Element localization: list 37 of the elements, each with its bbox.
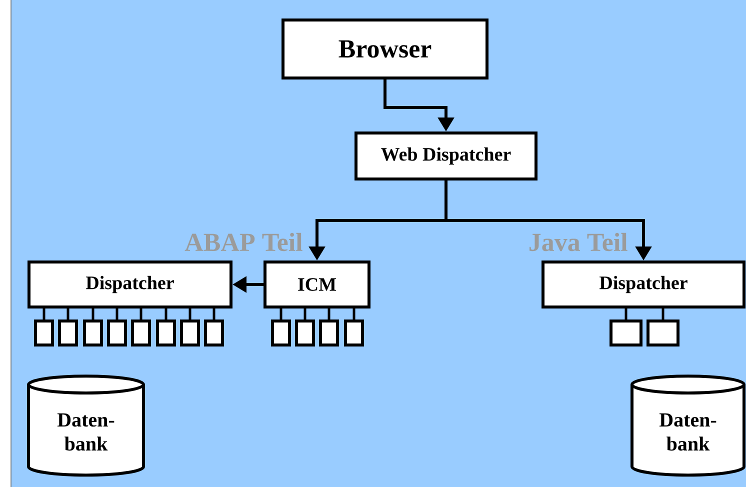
process-box: Web Dispatcher [354,132,538,180]
process-box: Dispatcher [28,260,232,308]
worker-box [646,320,680,346]
connector-line [624,308,628,320]
worker-box [319,320,339,346]
process-box: Browser [282,18,488,80]
database-cylinder: Daten- bank [630,374,746,477]
connector-line [42,308,46,320]
worker-box [295,320,315,346]
connector-line [188,308,192,320]
worker-box [83,320,103,346]
worker-box [610,320,642,346]
connector-line [328,308,330,320]
process-box: ICM [264,260,370,308]
worker-box [156,320,176,346]
worker-box [344,320,364,346]
connector-line [92,308,94,320]
connector-line [280,308,282,320]
worker-box [271,320,291,346]
worker-box [107,320,127,346]
worker-box [204,320,224,346]
section-label: ABAP Teil [184,232,302,252]
worker-box [180,320,200,346]
worker-box [131,320,151,346]
process-box: Dispatcher [542,260,746,308]
database-cylinder: Daten- bank [27,374,145,477]
connector-line [140,308,142,320]
connector-line [212,308,216,320]
worker-box [34,320,54,346]
section-label: Java Teil [530,232,628,252]
connector-line [352,308,356,320]
connector-line [66,308,70,320]
connector-line [164,308,168,320]
connector-line [304,308,306,320]
worker-box [58,320,78,346]
connector-line [116,308,118,320]
connector-line [662,308,664,320]
